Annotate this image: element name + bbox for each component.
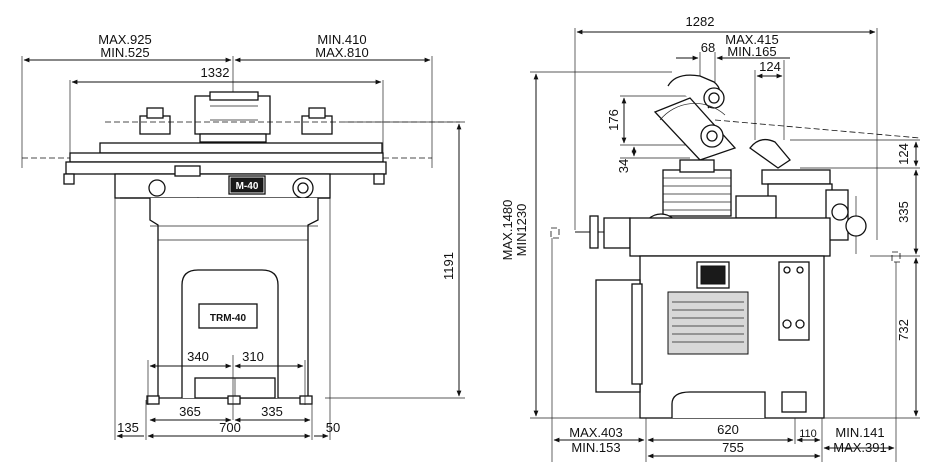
badge-large-model: M-40 xyxy=(223,313,246,324)
badge-prefix: TR xyxy=(210,313,224,324)
label-min-165: MIN.165 xyxy=(727,44,776,59)
label-min-1230: MIN1230 xyxy=(514,204,529,257)
label-68: 68 xyxy=(701,40,715,55)
label-620: 620 xyxy=(717,422,739,437)
label-335: 335 xyxy=(261,404,283,419)
label-124-right: 124 xyxy=(896,143,911,165)
label-max-403: MAX.403 xyxy=(569,425,622,440)
label-50: 50 xyxy=(326,420,340,435)
label-124-top: 124 xyxy=(759,59,781,74)
label-700: 700 xyxy=(219,420,241,435)
label-min-153: MIN.153 xyxy=(571,440,620,455)
work-table xyxy=(99,142,383,154)
label-min-410: MIN.410 xyxy=(317,32,366,47)
label-340: 340 xyxy=(187,349,209,364)
left-tailstock xyxy=(139,115,171,135)
side-view: 1282 MAX.415 MIN.165 68 124 176 34 xyxy=(500,14,921,462)
label-max-925: MAX.925 xyxy=(98,32,151,47)
label-table-width: 1332 xyxy=(201,65,230,80)
workhead xyxy=(194,95,271,135)
label-34: 34 xyxy=(616,159,631,173)
label-365: 365 xyxy=(179,404,201,419)
label-755: 755 xyxy=(722,440,744,455)
label-1282: 1282 xyxy=(686,14,715,29)
right-tailstock xyxy=(301,115,333,135)
badge-small: M-40 xyxy=(236,181,259,192)
label-1191: 1191 xyxy=(441,252,456,280)
label-110: 110 xyxy=(799,428,817,440)
badge-large: TRM-40 xyxy=(210,313,247,324)
label-min-525: MIN.525 xyxy=(100,45,149,60)
label-335-right: 335 xyxy=(896,201,911,223)
label-176: 176 xyxy=(606,109,621,131)
label-135: 135 xyxy=(117,420,139,435)
front-view: MAX.925 MIN.525 MIN.410 MAX.810 1332 M-4… xyxy=(21,32,465,440)
label-max-810: MAX.810 xyxy=(315,45,368,60)
label-732: 732 xyxy=(896,319,911,341)
label-310: 310 xyxy=(242,349,264,364)
grinding-head xyxy=(653,97,737,161)
control-panel xyxy=(778,261,810,341)
label-max-1480: MAX.1480 xyxy=(500,200,515,261)
label-max-415: MAX.415 xyxy=(725,32,778,47)
label-max-391: MAX.391 xyxy=(833,440,886,455)
column-bellows xyxy=(662,169,732,217)
vent-panel xyxy=(667,291,749,355)
label-min-141: MIN.141 xyxy=(835,425,884,440)
